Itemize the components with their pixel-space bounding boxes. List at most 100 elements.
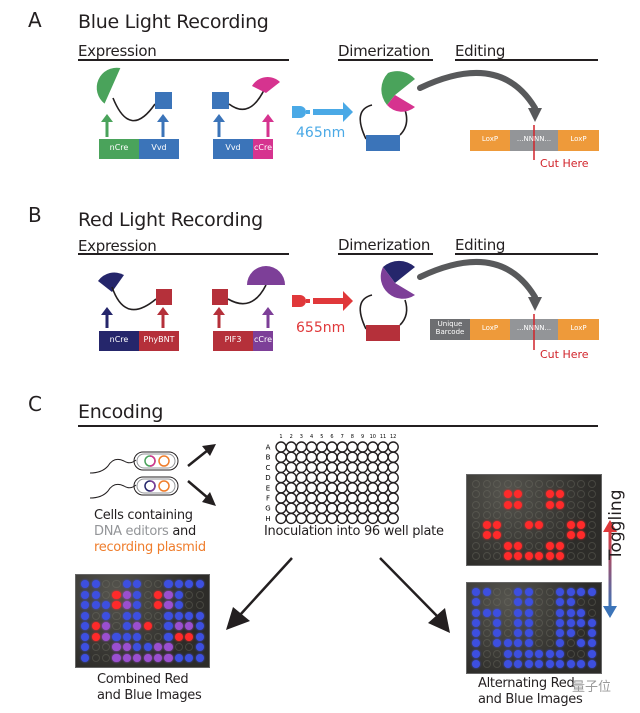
empty-well bbox=[154, 580, 163, 589]
lit-well bbox=[514, 490, 523, 499]
gene-label: nCre bbox=[109, 143, 129, 152]
empty-well bbox=[587, 598, 596, 607]
plate-well bbox=[305, 502, 318, 514]
empty-well bbox=[482, 551, 491, 560]
empty-well bbox=[577, 510, 586, 519]
empty-well bbox=[535, 510, 544, 519]
lit-well bbox=[133, 601, 142, 610]
plate-well bbox=[326, 482, 338, 494]
empty-well bbox=[195, 601, 204, 610]
alternating-caption: Alternating Red and Blue Images bbox=[478, 676, 583, 708]
empty-well bbox=[587, 480, 596, 489]
toggle-shaft bbox=[608, 530, 612, 608]
empty-well bbox=[535, 500, 544, 509]
plate-well bbox=[356, 482, 369, 494]
panel-a-construct-2 bbox=[212, 77, 280, 159]
plate-well bbox=[305, 512, 318, 525]
gene-ccre bbox=[253, 331, 273, 351]
ncre-protein-shape bbox=[96, 67, 121, 104]
lit-well bbox=[587, 629, 596, 638]
lit-well bbox=[482, 521, 491, 530]
arrow-head-icon bbox=[101, 307, 113, 315]
lit-well bbox=[524, 639, 533, 648]
lit-well bbox=[133, 622, 142, 631]
watermark: 量子位 bbox=[572, 680, 612, 695]
plate-well bbox=[295, 502, 308, 514]
lit-well bbox=[556, 500, 565, 509]
panel-letter-c: C bbox=[28, 392, 42, 416]
empty-well bbox=[545, 521, 554, 530]
plate-well bbox=[356, 502, 369, 514]
empty-well bbox=[587, 608, 596, 617]
lit-well bbox=[503, 551, 512, 560]
empty-well bbox=[185, 601, 194, 610]
combined-caption-line1: Combined Red bbox=[97, 672, 189, 687]
lit-well bbox=[112, 632, 121, 641]
flagellum bbox=[90, 458, 137, 474]
empty-well bbox=[577, 500, 586, 509]
cell-inner-membrane bbox=[136, 453, 176, 469]
panel-c-encoding-rule bbox=[78, 425, 598, 427]
panel-a-dimerization-rule bbox=[338, 59, 433, 61]
lit-well bbox=[174, 611, 184, 620]
empty-well bbox=[482, 541, 491, 550]
plate-well bbox=[346, 441, 359, 453]
plate-well bbox=[367, 502, 379, 514]
empty-well bbox=[482, 629, 491, 638]
empty-well bbox=[545, 608, 554, 617]
plate-well bbox=[295, 492, 308, 504]
toggling-label: Toggling bbox=[606, 490, 626, 561]
panel-a-editing-label: Editing bbox=[455, 42, 506, 60]
plate-well bbox=[387, 461, 399, 474]
empty-well bbox=[112, 580, 121, 589]
empty-well bbox=[101, 590, 111, 599]
lit-well bbox=[81, 643, 90, 652]
arrow-head-icon bbox=[213, 307, 225, 315]
lit-well bbox=[195, 580, 204, 589]
plate-well bbox=[326, 492, 338, 504]
panel-a-expression-label: Expression bbox=[78, 42, 157, 60]
lit-well bbox=[101, 622, 111, 631]
lit-well bbox=[577, 588, 586, 597]
lit-well bbox=[91, 622, 100, 631]
panel-b-editing-label: Editing bbox=[455, 236, 506, 254]
ccre-protein-shape bbox=[387, 95, 415, 112]
panel-a-expression-rule bbox=[78, 59, 289, 61]
lit-well bbox=[154, 590, 163, 599]
empty-well bbox=[566, 639, 575, 648]
empty-well bbox=[545, 618, 554, 627]
empty-well bbox=[535, 588, 544, 597]
plate-well bbox=[336, 471, 348, 484]
plate-well bbox=[305, 461, 318, 474]
empty-well bbox=[587, 551, 596, 560]
loxp-segment bbox=[470, 319, 510, 340]
lit-well bbox=[122, 643, 131, 652]
combined-caption: Combined Red and Blue Images bbox=[97, 672, 202, 704]
plate-well bbox=[356, 461, 369, 474]
lit-well bbox=[185, 611, 194, 620]
lit-well bbox=[577, 608, 586, 617]
lit-well bbox=[514, 551, 523, 560]
empty-well bbox=[154, 632, 163, 641]
linker-curve bbox=[359, 294, 373, 330]
plate-well bbox=[336, 461, 348, 474]
gene-label: cCre bbox=[253, 335, 273, 344]
empty-well bbox=[524, 490, 533, 499]
plate-well bbox=[367, 441, 379, 453]
lit-well bbox=[556, 588, 565, 597]
lit-well bbox=[164, 580, 173, 589]
lit-well bbox=[577, 639, 586, 648]
plate-well bbox=[387, 451, 399, 463]
lit-well bbox=[185, 622, 194, 631]
ccre-protein-shape bbox=[380, 267, 415, 299]
sequence-label: LoxP bbox=[481, 324, 499, 332]
empty-well bbox=[493, 480, 502, 489]
lit-well bbox=[174, 653, 184, 662]
empty-well bbox=[535, 490, 544, 499]
lit-well bbox=[472, 588, 481, 597]
red-image-plate bbox=[466, 474, 602, 566]
lit-well bbox=[91, 601, 100, 610]
plate-well bbox=[336, 512, 348, 525]
lit-well bbox=[91, 632, 100, 641]
sequence-label: ...NNNN... bbox=[516, 324, 552, 332]
